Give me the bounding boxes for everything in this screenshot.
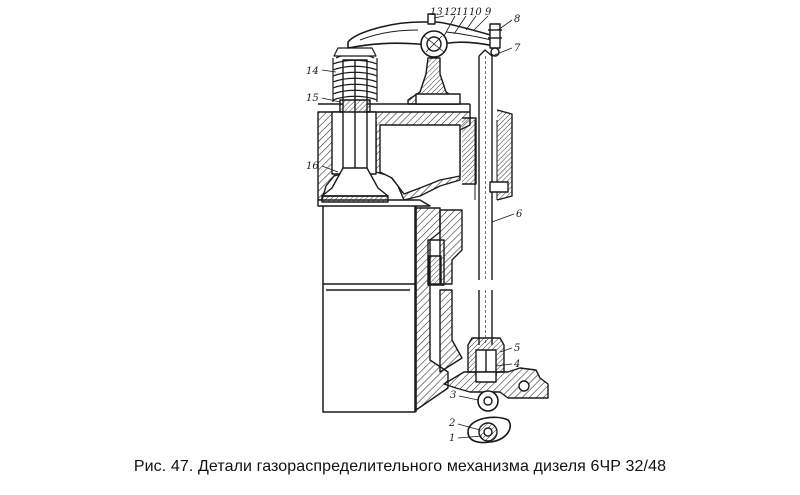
label-3: 3 bbox=[450, 390, 456, 401]
label-7: 7 bbox=[514, 43, 521, 54]
tappet-roller bbox=[477, 390, 499, 412]
label-2: 2 bbox=[448, 418, 455, 429]
figure-caption: Рис. 47. Детали газораспределительного м… bbox=[133, 458, 667, 475]
rocker-axle bbox=[420, 30, 448, 58]
cylinder-liner bbox=[322, 204, 417, 413]
push-rod-tube bbox=[474, 109, 513, 201]
push-rod bbox=[478, 49, 493, 345]
label-9: 9 bbox=[485, 7, 492, 18]
label-1: 1 bbox=[449, 433, 455, 444]
label-11: 11 bbox=[456, 7, 469, 18]
tappet-assembly bbox=[443, 337, 549, 399]
label-4: 4 bbox=[513, 359, 520, 370]
label-14: 14 bbox=[306, 66, 319, 77]
label-12: 12 bbox=[444, 7, 457, 18]
valve-head bbox=[321, 167, 389, 203]
valve-stem bbox=[339, 59, 371, 172]
leader-lines bbox=[321, 15, 515, 439]
label-6: 6 bbox=[516, 209, 523, 220]
rocker-screw bbox=[427, 13, 436, 25]
rocker-bracket bbox=[407, 57, 461, 105]
label-13: 13 bbox=[430, 7, 443, 18]
valve-spring bbox=[332, 47, 378, 102]
label-16: 16 bbox=[306, 161, 319, 172]
label-15: 15 bbox=[306, 93, 319, 104]
cylinder-block-wall bbox=[415, 207, 463, 411]
label-5: 5 bbox=[514, 343, 520, 354]
camshaft bbox=[467, 416, 512, 444]
label-10: 10 bbox=[469, 7, 482, 18]
label-8: 8 bbox=[514, 14, 520, 25]
part-labels: 1 2 3 4 5 6 7 8 9 10 11 12 13 14 15 16 bbox=[306, 7, 523, 444]
